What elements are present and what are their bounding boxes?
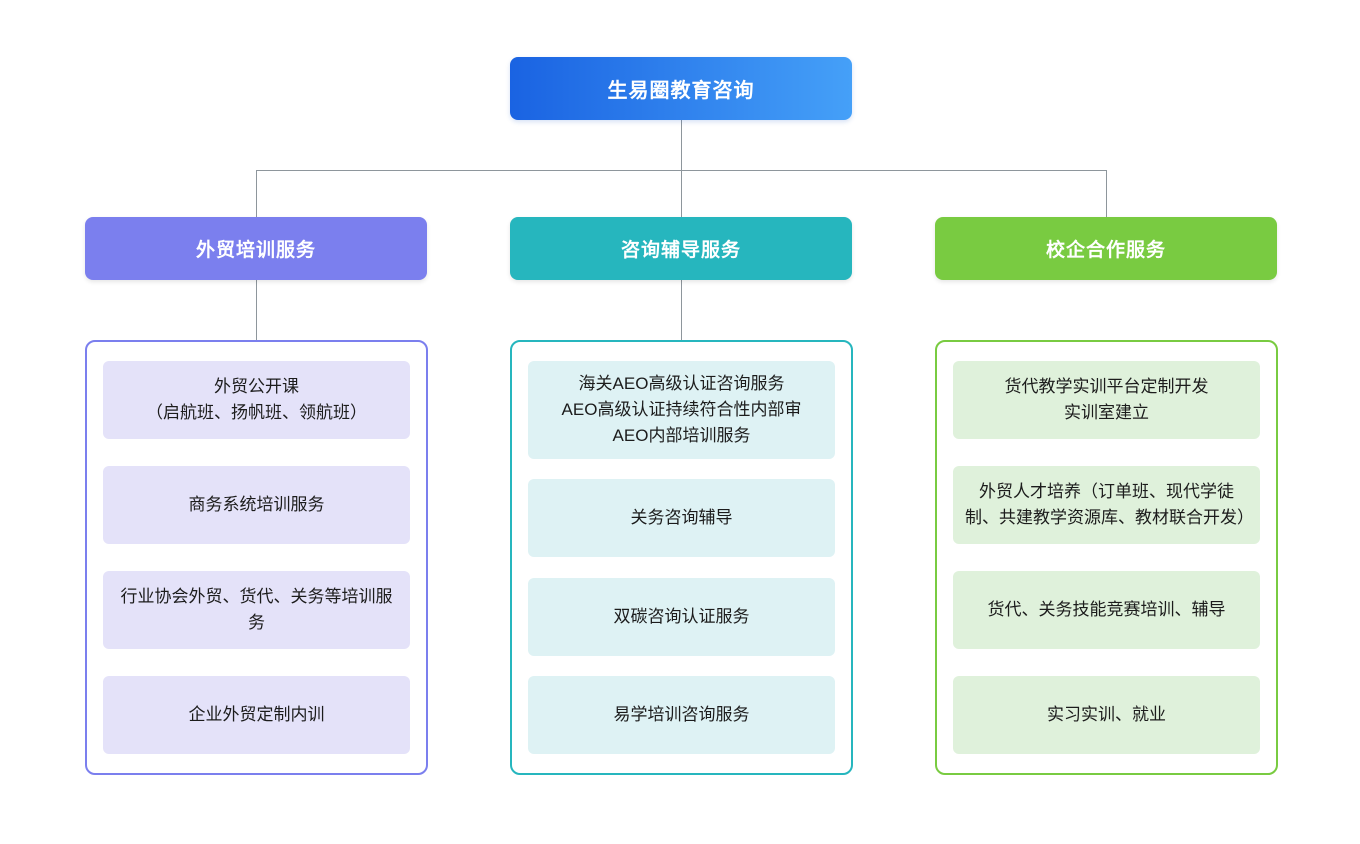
root-node-label: 生易圈教育咨询 bbox=[607, 80, 755, 102]
branch-header-consulting-coaching: 咨询辅导服务 bbox=[510, 217, 852, 280]
branch-header-school-enterprise: 校企合作服务 bbox=[935, 217, 1277, 280]
connector-branch1-drop bbox=[256, 170, 257, 217]
branch-header-foreign-trade-training: 外贸培训服务 bbox=[85, 217, 427, 280]
connector-branch2-to-list bbox=[681, 280, 682, 340]
branch1-item-list: 外贸公开课 （启航班、扬帆班、领航班） 商务系统培训服务 行业协会外贸、货代、关… bbox=[85, 340, 428, 775]
leaf-item: 商务系统培训服务 bbox=[103, 466, 410, 544]
connector-branch3-drop bbox=[1106, 170, 1107, 217]
leaf-item: 实习实训、就业 bbox=[953, 676, 1260, 754]
branch-header-label: 校企合作服务 bbox=[1045, 240, 1166, 261]
leaf-item: 货代教学实训平台定制开发 实训室建立 bbox=[953, 361, 1260, 439]
leaf-item: 海关AEO高级认证咨询服务 AEO高级认证持续符合性内部审 AEO内部培训服务 bbox=[528, 361, 835, 459]
connector-branch1-to-list bbox=[256, 280, 257, 340]
leaf-item: 外贸人才培养（订单班、现代学徒制、共建教学资源库、教材联合开发） bbox=[953, 466, 1260, 544]
leaf-item: 行业协会外贸、货代、关务等培训服务 bbox=[103, 571, 410, 649]
leaf-item: 易学培训咨询服务 bbox=[528, 675, 835, 754]
leaf-item: 外贸公开课 （启航班、扬帆班、领航班） bbox=[103, 361, 410, 439]
connector-root-vertical bbox=[681, 120, 682, 170]
branch3-item-list: 货代教学实训平台定制开发 实训室建立 外贸人才培养（订单班、现代学徒制、共建教学… bbox=[935, 340, 1278, 775]
branch2-item-list: 海关AEO高级认证咨询服务 AEO高级认证持续符合性内部审 AEO内部培训服务 … bbox=[510, 340, 853, 775]
leaf-item: 货代、关务技能竞赛培训、辅导 bbox=[953, 571, 1260, 649]
leaf-item: 关务咨询辅导 bbox=[528, 479, 835, 558]
branch-header-label: 外贸培训服务 bbox=[195, 240, 316, 261]
branch-header-label: 咨询辅导服务 bbox=[620, 240, 741, 261]
connector-branch2-drop bbox=[681, 170, 682, 217]
leaf-item: 企业外贸定制内训 bbox=[103, 676, 410, 754]
leaf-item: 双碳咨询认证服务 bbox=[528, 577, 835, 656]
root-node: 生易圈教育咨询 bbox=[510, 57, 852, 120]
